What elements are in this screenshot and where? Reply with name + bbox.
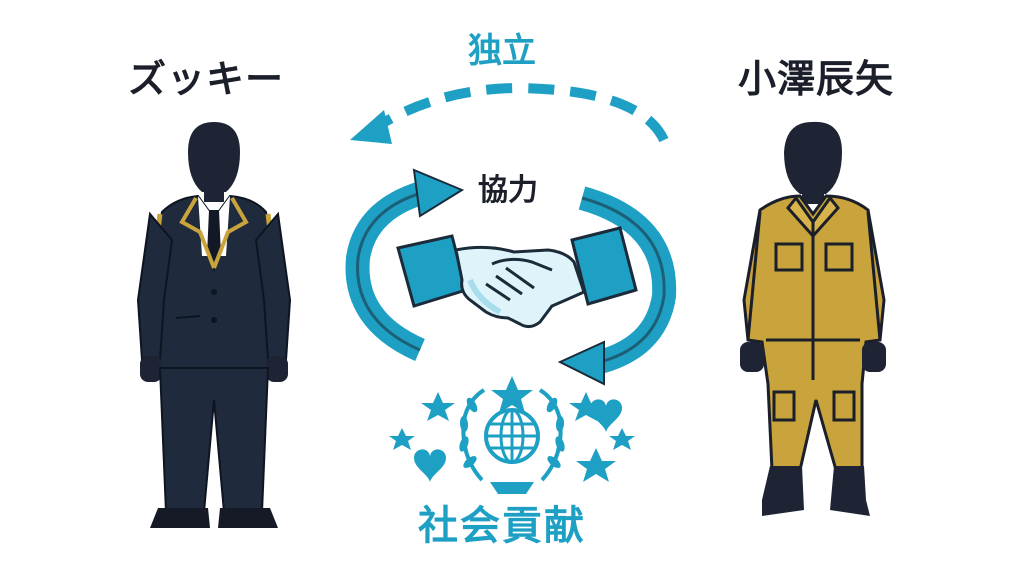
heart-icon bbox=[414, 399, 622, 482]
globe-laurel-icon bbox=[459, 388, 565, 494]
cooperation-label: 協力 bbox=[478, 173, 538, 208]
star-icon bbox=[389, 376, 635, 482]
handshake-icon bbox=[396, 226, 638, 329]
independence-label: 独立 bbox=[468, 31, 536, 71]
suit-figure bbox=[136, 122, 292, 528]
cycle-arrows-icon bbox=[345, 168, 677, 386]
person-name-left: ズッキー bbox=[128, 57, 285, 101]
social-contribution-label: 社会貢献 bbox=[418, 503, 586, 549]
dashed-arrow-left-icon bbox=[350, 82, 669, 144]
person-name-right: 小澤辰矢 bbox=[738, 57, 895, 101]
coverall-figure bbox=[740, 121, 886, 516]
